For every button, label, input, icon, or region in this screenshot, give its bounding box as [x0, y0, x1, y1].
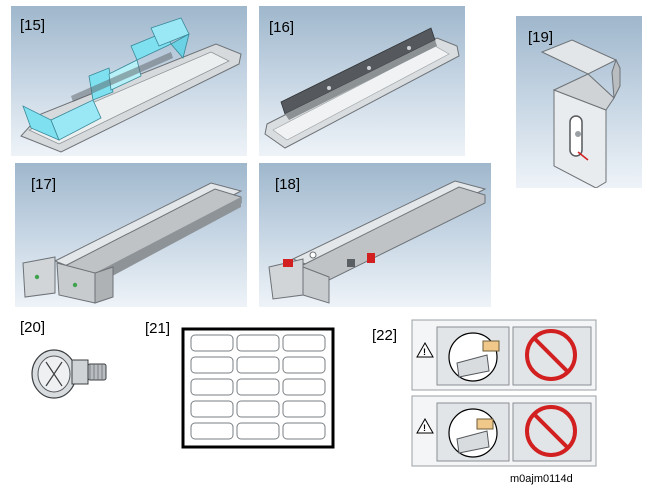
part-18-label: [18]	[275, 176, 301, 193]
part-17-label: [17]	[31, 176, 57, 193]
part-20-illustration	[31, 349, 107, 399]
part-16-label: [16]	[269, 19, 295, 36]
part-17-panel: [17]	[15, 163, 247, 307]
part-18-panel: [18]	[259, 163, 491, 307]
svg-text:!: !	[423, 423, 426, 433]
part-17-illustration	[22, 182, 243, 304]
part-19-panel: [19]	[516, 16, 642, 188]
part-22-label: [22]	[372, 327, 398, 344]
caution-decal-top: !	[411, 319, 597, 391]
part-19-illustration	[540, 39, 621, 188]
figure-code: m0ajm0114d	[510, 473, 573, 485]
part-15-label: [15]	[20, 17, 46, 34]
part-21-label: [21]	[145, 320, 171, 337]
part-16-panel: [16]	[259, 6, 465, 156]
part-16-illustration	[264, 27, 460, 149]
part-15-panel: [15]	[11, 6, 247, 156]
part-21-illustration	[181, 327, 335, 449]
part-15-illustration	[20, 17, 242, 153]
part-22-illustration: ! !	[411, 319, 597, 467]
part-19-label: [19]	[528, 29, 554, 46]
svg-text:!: !	[423, 347, 426, 357]
caution-decal-bottom: !	[411, 395, 597, 467]
part-20-label: [20]	[20, 319, 46, 336]
part-18-illustration	[268, 180, 487, 304]
